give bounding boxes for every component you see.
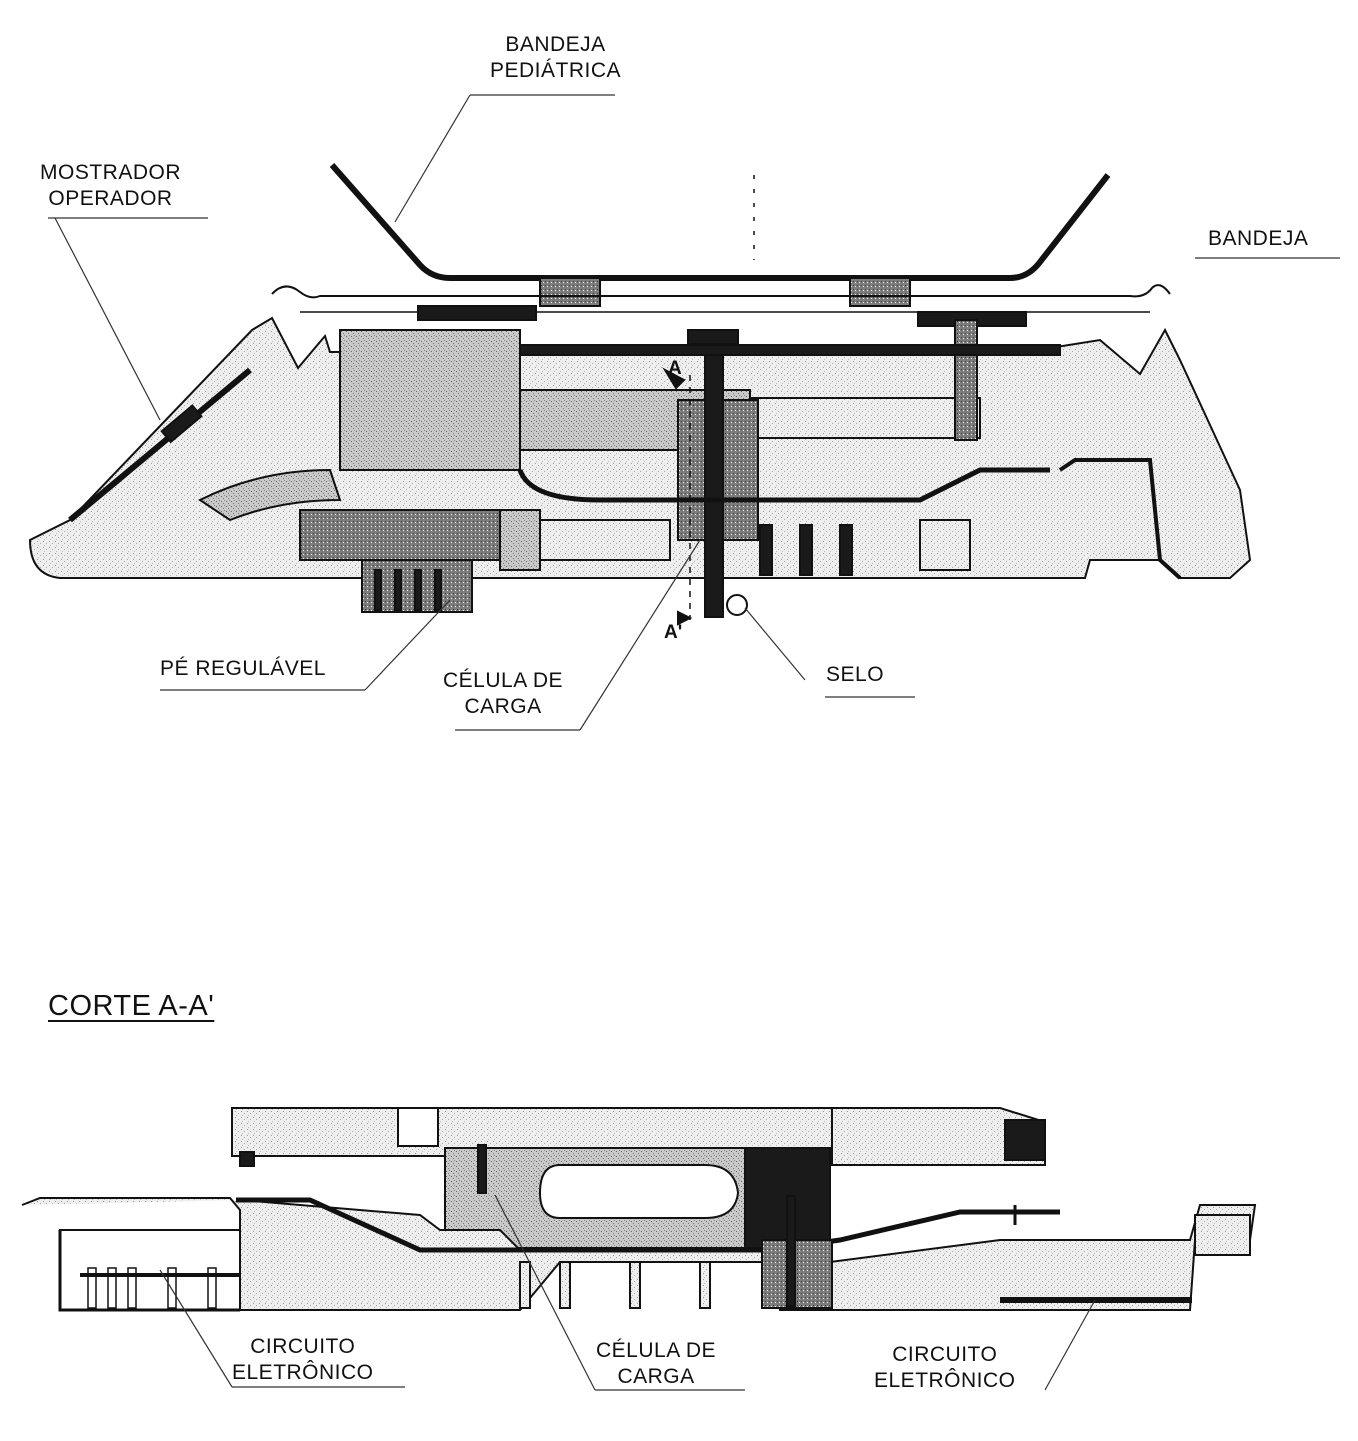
section-mark-a: A xyxy=(668,358,682,379)
label-line: OPERADOR xyxy=(48,187,173,210)
label-line: ELETRÔNICO xyxy=(232,1361,374,1384)
label-line: CIRCUITO xyxy=(892,1343,998,1366)
label-line: BANDEJA xyxy=(505,33,606,56)
label-circuito-right: CIRCUITO ELETRÔNICO xyxy=(874,1342,1016,1394)
load-cell-opening xyxy=(538,1164,740,1219)
section-mark-a-prime: A' xyxy=(664,622,683,643)
label-line: MOSTRADOR xyxy=(40,161,181,184)
pediatric-tray xyxy=(329,163,1111,281)
label-line: CARGA xyxy=(464,695,542,718)
scale-side-section xyxy=(28,163,1252,626)
label-line: PEDIÁTRICA xyxy=(490,59,622,82)
label-celula-de-carga-bottom: CÉLULA DE CARGA xyxy=(596,1338,716,1390)
label-line: BANDEJA xyxy=(1208,227,1309,250)
section-aa-drawing xyxy=(21,1107,1257,1312)
seal xyxy=(726,594,748,616)
label-line: CÉLULA DE xyxy=(596,1339,717,1362)
label-line: ELETRÔNICO xyxy=(874,1369,1016,1392)
label-line: CARGA xyxy=(617,1365,695,1388)
operator-display xyxy=(68,367,252,523)
leader-lines-bottom xyxy=(159,1194,1096,1391)
section-title: CORTE A-A' xyxy=(48,990,215,1022)
label-line: CIRCUITO xyxy=(250,1335,356,1358)
adjustable-foot xyxy=(361,559,473,613)
label-mostrador-operador: MOSTRADOR OPERADOR xyxy=(40,160,181,212)
label-line: PÉ REGULÁVEL xyxy=(160,657,326,680)
main-tray xyxy=(271,284,1171,299)
center-column xyxy=(704,334,724,618)
tray-support-left xyxy=(539,277,601,307)
label-celula-de-carga-top: CÉLULA DE CARGA xyxy=(443,668,563,720)
label-pe-regulavel: PÉ REGULÁVEL xyxy=(160,656,326,682)
leader-lines-top xyxy=(48,94,1340,731)
label-line: SELO xyxy=(826,663,885,686)
label-bandeja-pediatrica: BANDEJA PEDIÁTRICA xyxy=(490,32,621,84)
label-circuito-left: CIRCUITO ELETRÔNICO xyxy=(232,1334,374,1386)
label-selo: SELO xyxy=(826,662,884,688)
tray-support-right xyxy=(849,277,911,307)
label-line: CÉLULA DE xyxy=(443,669,564,692)
label-bandeja: BANDEJA xyxy=(1208,226,1308,252)
center-block xyxy=(339,329,521,471)
